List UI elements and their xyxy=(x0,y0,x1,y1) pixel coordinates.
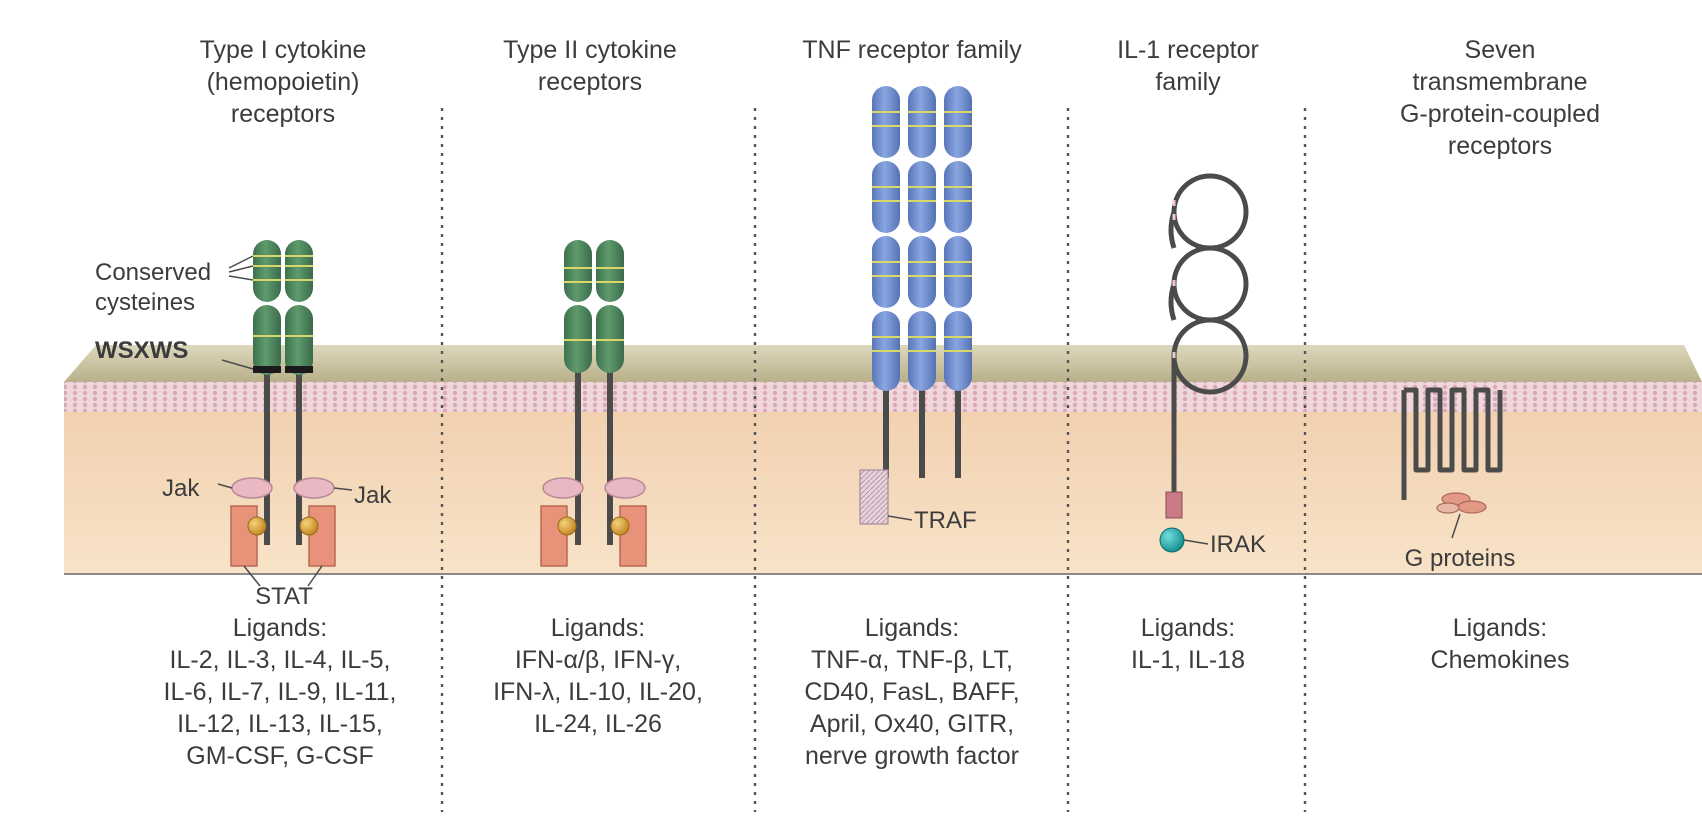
il1-title-line-2: family xyxy=(1155,68,1221,96)
irak-kinase xyxy=(1159,527,1185,553)
tnf-ligands-heading: Ligands: xyxy=(865,614,960,642)
type2-stat-right xyxy=(610,505,647,567)
jak-left-label: Jak xyxy=(162,475,200,502)
panel-titles: Type I cytokine (hemopoietin) receptors … xyxy=(200,36,1600,160)
type2-ligands-line-1: IFN-α/β, IFN-γ, xyxy=(515,646,681,674)
il1-title-line-1: IL-1 receptor xyxy=(1117,36,1259,64)
gpcr-ligands-heading: Ligands: xyxy=(1453,614,1548,642)
traf-label: TRAF xyxy=(914,507,977,534)
type2-title-line-2: receptors xyxy=(538,68,642,96)
traf-adapter xyxy=(859,469,889,525)
tnf-receptor-chain-2 xyxy=(908,86,936,478)
type2-receptor-chain-left xyxy=(564,240,592,545)
type2-receptor xyxy=(540,240,647,567)
type2-jak-left xyxy=(542,477,584,499)
il1-ligands-line-1: IL-1, IL-18 xyxy=(1131,646,1245,674)
gpcr-title-line-1: Seven xyxy=(1465,36,1536,64)
type2-title-line-1: Type II cytokine xyxy=(503,36,677,64)
type2-stat-left xyxy=(540,505,577,567)
tnf-title-line-1: TNF receptor family xyxy=(802,36,1022,64)
gpcr-ligands-line-1: Chemokines xyxy=(1431,646,1570,674)
conserved-cysteines-label-1: Conserved xyxy=(95,259,211,286)
il1-tir-domain xyxy=(1165,491,1183,519)
type1-title-line-1: Type I cytokine xyxy=(200,36,367,64)
stat-label: STAT xyxy=(255,583,313,610)
panel-dividers xyxy=(440,108,1307,812)
type1-ligands-line-2: IL-6, IL-7, IL-9, IL-11, xyxy=(164,678,397,706)
gpcr-title-line-2: transmembrane xyxy=(1412,68,1587,96)
type1-title-line-2: (hemopoietin) xyxy=(207,68,360,96)
conserved-cysteines-label-2: cysteines xyxy=(95,289,195,316)
gpcr-receptor: G proteins xyxy=(1401,387,1516,572)
il1-receptor: IRAK xyxy=(1159,173,1266,558)
type2-ligands-line-2: IFN-λ, IL-10, IL-20, xyxy=(493,678,703,706)
type2-ligands-line-3: IL-24, IL-26 xyxy=(534,710,662,738)
type1-ligands-line-1: IL-2, IL-3, IL-4, IL-5, xyxy=(170,646,391,674)
type2-ligands-heading: Ligands: xyxy=(551,614,646,642)
type1-ligands-heading: Ligands: xyxy=(233,614,328,642)
tnf-ligands-line-4: nerve growth factor xyxy=(805,742,1019,770)
il1-ligands-heading: Ligands: xyxy=(1141,614,1236,642)
type1-receptor: Conserved cysteines WSXWS Jak Jak STAT xyxy=(95,240,392,610)
type1-ligands-line-3: IL-12, IL-13, IL-15, xyxy=(177,710,383,738)
jak-right-label: Jak xyxy=(354,482,392,509)
type1-receptor-chain-left xyxy=(253,240,281,545)
type2-jak-right xyxy=(604,477,646,499)
gpcr-title-line-3: G-protein-coupled xyxy=(1400,100,1600,128)
g-protein-complex xyxy=(1436,492,1487,514)
ligand-lists: Ligands: IL-2, IL-3, IL-4, IL-5, IL-6, I… xyxy=(164,614,1570,770)
tnf-ligands-line-1: TNF-α, TNF-β, LT, xyxy=(811,646,1013,674)
tnf-receptor-chain-1 xyxy=(872,86,900,478)
wsxws-motif-band xyxy=(253,366,281,373)
tnf-receptor: TRAF xyxy=(859,86,977,534)
type1-stat-left xyxy=(230,505,267,567)
gpcr-seven-tm-helices xyxy=(1401,387,1503,500)
type2-receptor-chain-right xyxy=(596,240,624,545)
g-proteins-label: G proteins xyxy=(1405,545,1516,572)
tnf-ligands-line-2: CD40, FasL, BAFF, xyxy=(804,678,1019,706)
type1-annotations xyxy=(217,255,353,587)
gpcr-title-line-4: receptors xyxy=(1448,132,1552,160)
irak-label: IRAK xyxy=(1210,531,1266,558)
type1-receptor-chain-right xyxy=(285,240,313,545)
type1-title-line-3: receptors xyxy=(231,100,335,128)
wsxws-label: WSXWS xyxy=(95,337,188,364)
type1-jak-right xyxy=(293,477,335,499)
tnf-receptor-chain-3 xyxy=(944,86,972,478)
type1-ligands-line-4: GM-CSF, G-CSF xyxy=(186,742,374,770)
type1-jak-left xyxy=(231,477,273,499)
tnf-ligands-line-3: April, Ox40, GITR, xyxy=(810,710,1014,738)
